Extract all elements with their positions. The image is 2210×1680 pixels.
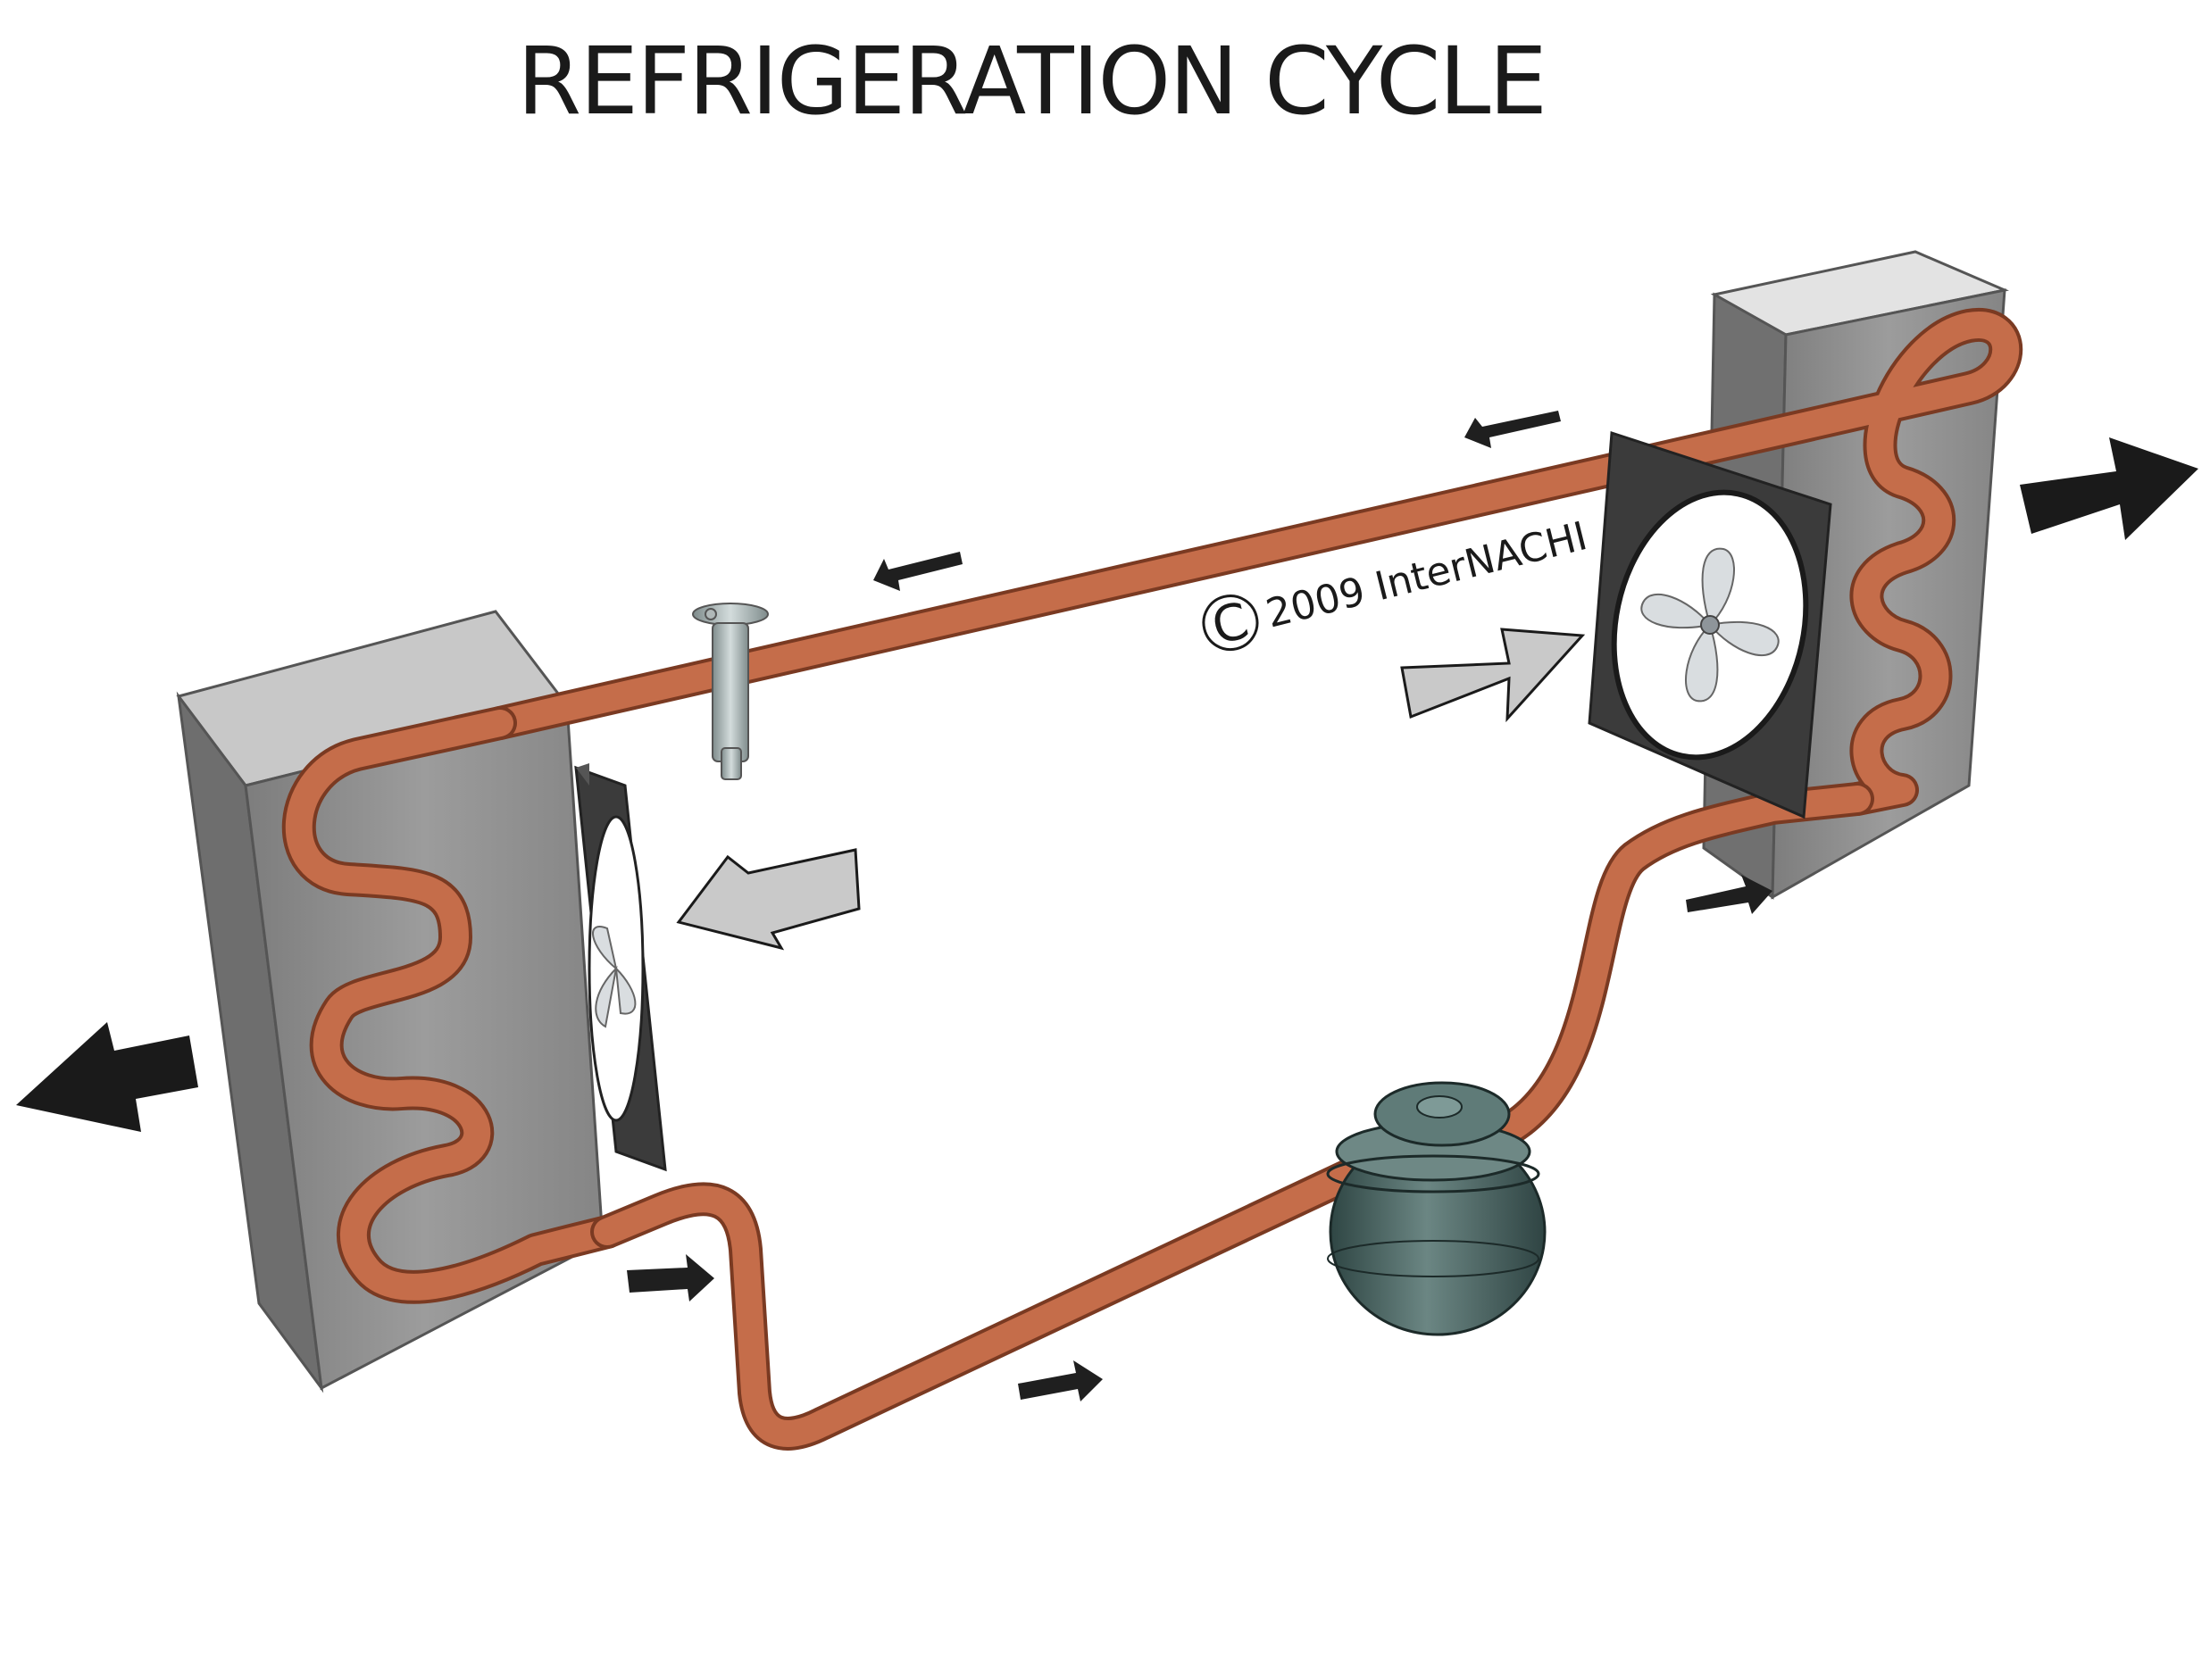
flow-arrow-icon xyxy=(1018,1360,1103,1401)
left-exhaust-arrow-icon xyxy=(16,1022,198,1132)
refrigerant-pipes xyxy=(281,308,2023,1451)
intake-arrows xyxy=(676,628,1586,951)
right-exhaust-arrow-icon xyxy=(2020,437,2198,540)
flow-arrow-icon xyxy=(1464,411,1561,448)
left-fan xyxy=(574,763,667,1172)
right-fan-blades-icon xyxy=(1640,547,1780,703)
right-intake-arrow-icon xyxy=(1400,628,1586,723)
flow-arrow-icon xyxy=(873,552,963,591)
flow-arrow-icon xyxy=(1686,875,1772,914)
flow-arrows xyxy=(627,411,1772,1401)
expansion-valve xyxy=(692,603,769,780)
compressor xyxy=(1326,1081,1547,1336)
left-fan-blades-icon xyxy=(592,926,637,1028)
right-fan xyxy=(1588,430,1832,819)
flow-arrow-icon xyxy=(627,1254,714,1302)
left-intake-arrow-icon xyxy=(676,848,861,951)
exhaust-arrows xyxy=(16,437,2198,1132)
diagram-title: REFRIGERATION CYCLE xyxy=(517,27,1547,136)
